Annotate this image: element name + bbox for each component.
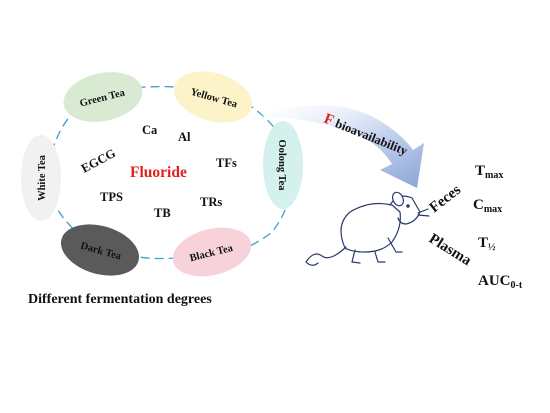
fermentation-caption: Different fermentation degrees bbox=[28, 292, 212, 307]
param-tmax-sub: max bbox=[485, 170, 503, 181]
param-auc-sub: 0-t bbox=[511, 280, 523, 291]
mouse-mid-leg bbox=[374, 251, 386, 263]
tea-oolong-label: Oolong Tea bbox=[276, 139, 287, 191]
mouse-illustration bbox=[305, 191, 430, 266]
component-trs: TRs bbox=[200, 195, 222, 209]
bioavailability-arrow bbox=[252, 105, 424, 188]
tea-white: White Tea bbox=[21, 135, 61, 221]
param-auc-main: AUC bbox=[478, 273, 511, 289]
mouse-eye bbox=[406, 204, 410, 208]
matrix-feces: Feces bbox=[427, 182, 465, 216]
param-thalf: T½ bbox=[478, 235, 496, 253]
tea-yellow: Yellow Tea bbox=[173, 71, 253, 123]
component-tfs: TFs bbox=[216, 156, 237, 170]
tea-yellow-ellipse bbox=[173, 71, 253, 123]
tea-green-ellipse bbox=[63, 72, 143, 122]
mouse-ear bbox=[391, 191, 405, 207]
tea-white-ellipse bbox=[21, 135, 61, 221]
tea-white-label: White Tea bbox=[37, 154, 48, 201]
matrix-plasma: Plasma bbox=[426, 231, 474, 270]
param-tmax-main: T bbox=[475, 163, 485, 179]
param-tmax: Tmax bbox=[475, 163, 503, 181]
mouse-tail bbox=[305, 246, 347, 266]
param-thalf-sub: ½ bbox=[488, 242, 496, 253]
mouse-body bbox=[340, 202, 401, 253]
tea-black-ellipse bbox=[172, 227, 252, 277]
component-egcg: EGCG bbox=[79, 146, 118, 176]
tea-green: Green Tea bbox=[63, 72, 143, 122]
param-cmax: Cmax bbox=[473, 197, 502, 215]
tea-dark-ellipse bbox=[60, 224, 140, 276]
mouse-back-leg bbox=[351, 249, 361, 264]
tea-oolong: Oolong Tea bbox=[263, 121, 303, 209]
component-tps: TPS bbox=[100, 190, 123, 204]
mouse-front-leg bbox=[387, 237, 403, 253]
component-fluoride: Fluoride bbox=[130, 164, 187, 181]
param-cmax-main: C bbox=[473, 197, 484, 213]
tea-oolong-ellipse bbox=[263, 121, 303, 209]
tea-black: Black Tea bbox=[172, 227, 252, 277]
mouse-whiskers bbox=[417, 208, 430, 217]
component-al: Al bbox=[178, 130, 191, 144]
component-ca: Ca bbox=[142, 123, 158, 137]
param-thalf-main: T bbox=[478, 235, 488, 251]
param-auc: AUC0-t bbox=[478, 273, 523, 291]
param-cmax-sub: max bbox=[484, 204, 502, 215]
tea-dark: Dark Tea bbox=[60, 224, 140, 276]
component-tb: TB bbox=[154, 206, 171, 220]
